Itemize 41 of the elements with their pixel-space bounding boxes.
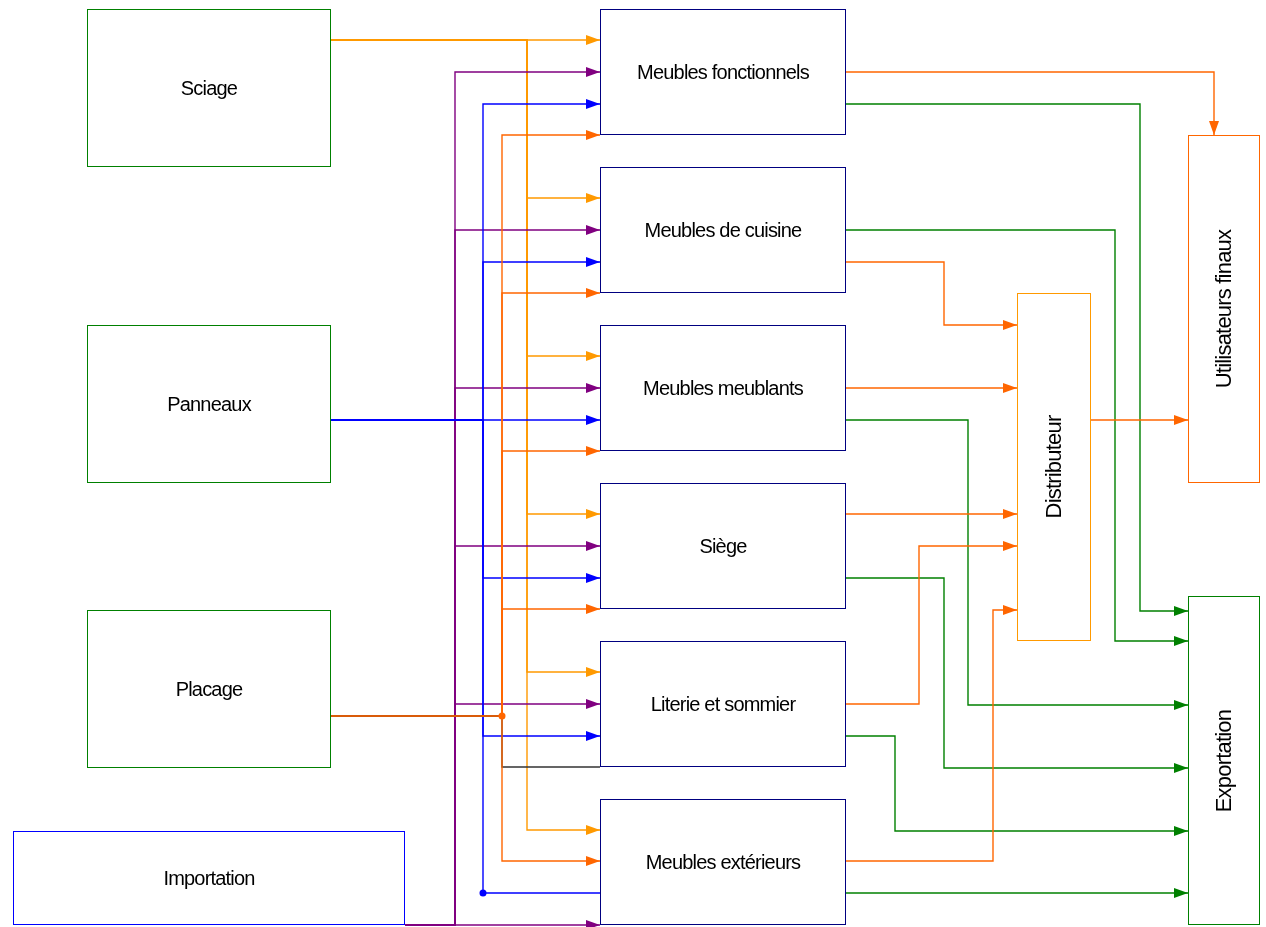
process-box [1017, 293, 1091, 641]
box-label: Meubles fonctionnels [637, 60, 809, 84]
arrow [845, 541, 1018, 705]
arrow [845, 229, 1189, 646]
process-box [87, 325, 331, 483]
arrow [845, 419, 1189, 710]
process-box [600, 9, 846, 135]
process-box [87, 9, 331, 167]
process-box [13, 831, 405, 925]
process-box [600, 483, 846, 609]
box-label: Meubles de cuisine [644, 218, 802, 242]
arrow [404, 920, 601, 927]
arrow [845, 261, 1018, 330]
process-box [1188, 135, 1260, 483]
box-label: Exportation [1211, 709, 1237, 812]
box-label: Literie et sommier [650, 692, 796, 716]
arrow [845, 509, 1018, 519]
arrow [845, 383, 1018, 393]
process-box [600, 325, 846, 451]
process-box [600, 799, 846, 925]
arrow [845, 888, 1189, 898]
box-label: Sciage [180, 76, 238, 100]
arrow [1090, 415, 1189, 425]
arrow [845, 577, 1189, 773]
box-label: Meubles extérieurs [645, 850, 801, 874]
arrow [845, 71, 1219, 136]
box-label: Utilisateurs finaux [1211, 229, 1237, 389]
box-label: Distributeur [1041, 415, 1067, 519]
process-box [1188, 596, 1260, 925]
arrow [845, 735, 1189, 836]
arrow [845, 605, 1018, 862]
arrow [330, 715, 601, 866]
process-box [87, 610, 331, 768]
arrow [845, 103, 1189, 616]
process-box [600, 167, 846, 293]
box-label: Panneaux [167, 392, 251, 416]
process-box [600, 641, 846, 767]
box-label: Meubles meublants [643, 376, 803, 400]
box-label: Importation [163, 866, 255, 890]
box-label: Siège [699, 534, 747, 558]
box-label: Placage [175, 677, 243, 701]
